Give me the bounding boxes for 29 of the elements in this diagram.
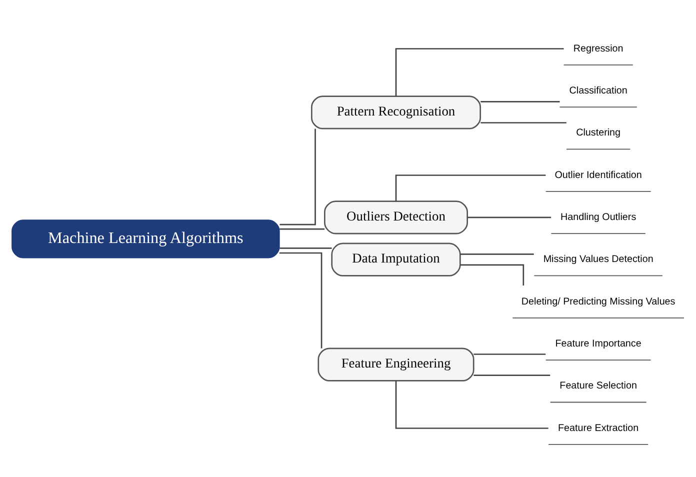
node-text: Outlier Identification [554, 170, 642, 181]
node-text: Deleting/ Predicting Missing Values [521, 296, 676, 308]
node-text: Feature Importance [555, 338, 642, 350]
connector [395, 174, 546, 202]
node-text: Feature Extraction [558, 422, 639, 434]
node-text: Clustering [576, 128, 621, 139]
connector [467, 216, 552, 218]
node-text: Feature Selection [560, 380, 637, 392]
connector [279, 252, 322, 348]
node-text: Regression [573, 43, 624, 54]
connector [460, 254, 534, 255]
node-box: Data Imputation [331, 242, 461, 276]
node-box: Pattern Recognisation [311, 96, 482, 130]
connector [280, 248, 332, 249]
connector [395, 380, 548, 429]
connector [280, 228, 325, 230]
connector [480, 122, 566, 124]
node-box: Feature Engineering [318, 348, 474, 382]
node-text: Missing Values Detection [543, 254, 654, 266]
connector [460, 264, 524, 286]
node-box: Machine Learning Algorithms [12, 220, 280, 258]
connector [474, 374, 550, 376]
connector [480, 101, 560, 102]
node-text: Handling Outliers [560, 212, 636, 223]
connector [474, 354, 546, 355]
node-box: Outliers Detection [324, 200, 468, 234]
node-text: Classification [569, 85, 628, 96]
connector [395, 48, 564, 96]
connector [280, 128, 316, 226]
